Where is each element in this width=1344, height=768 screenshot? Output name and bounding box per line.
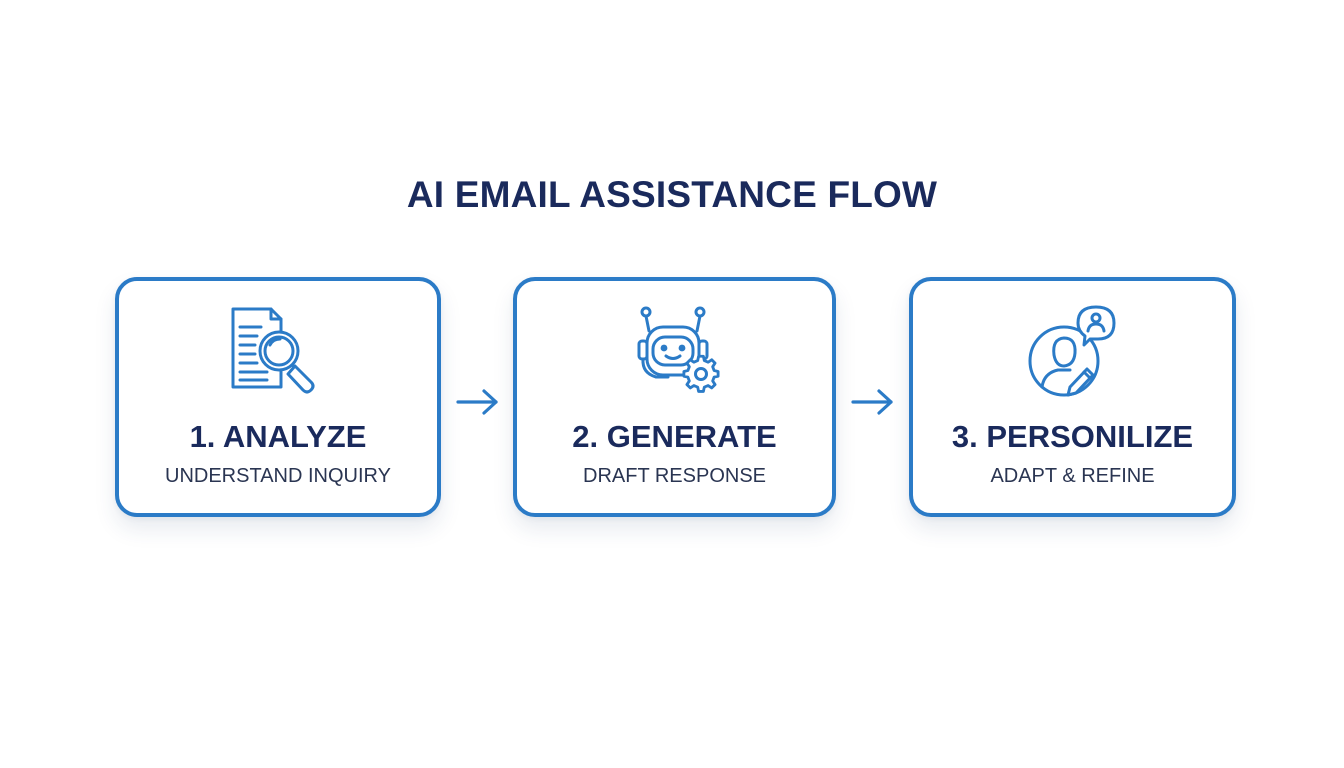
step-title: 2. GENERATE: [572, 419, 777, 454]
step-card-personilize: 3. PERSONILIZE ADAPT & REFINE: [909, 277, 1236, 517]
diagram-title: AI EMAIL ASSISTANCE FLOW: [406, 174, 938, 215]
step-subtitle: UNDERSTAND INQUIRY: [165, 465, 391, 487]
user-edit-chat-icon: [1018, 303, 1128, 403]
robot-gear-icon: [620, 303, 730, 403]
document-magnifier-icon: [223, 303, 333, 403]
arrow-right-icon: [456, 386, 500, 418]
step-title: 3. PERSONILIZE: [951, 419, 1194, 454]
step-subtitle: DRAFT RESPONSE: [583, 465, 766, 487]
step-title: 1. ANALYZE: [189, 419, 367, 454]
step-card-analyze: 1. ANALYZE UNDERSTAND INQUIRY: [115, 277, 441, 517]
step-card-generate: 2. GENERATE DRAFT RESPONSE: [513, 277, 836, 517]
step-subtitle: ADAPT & REFINE: [990, 465, 1155, 487]
arrow-right-icon: [851, 386, 895, 418]
